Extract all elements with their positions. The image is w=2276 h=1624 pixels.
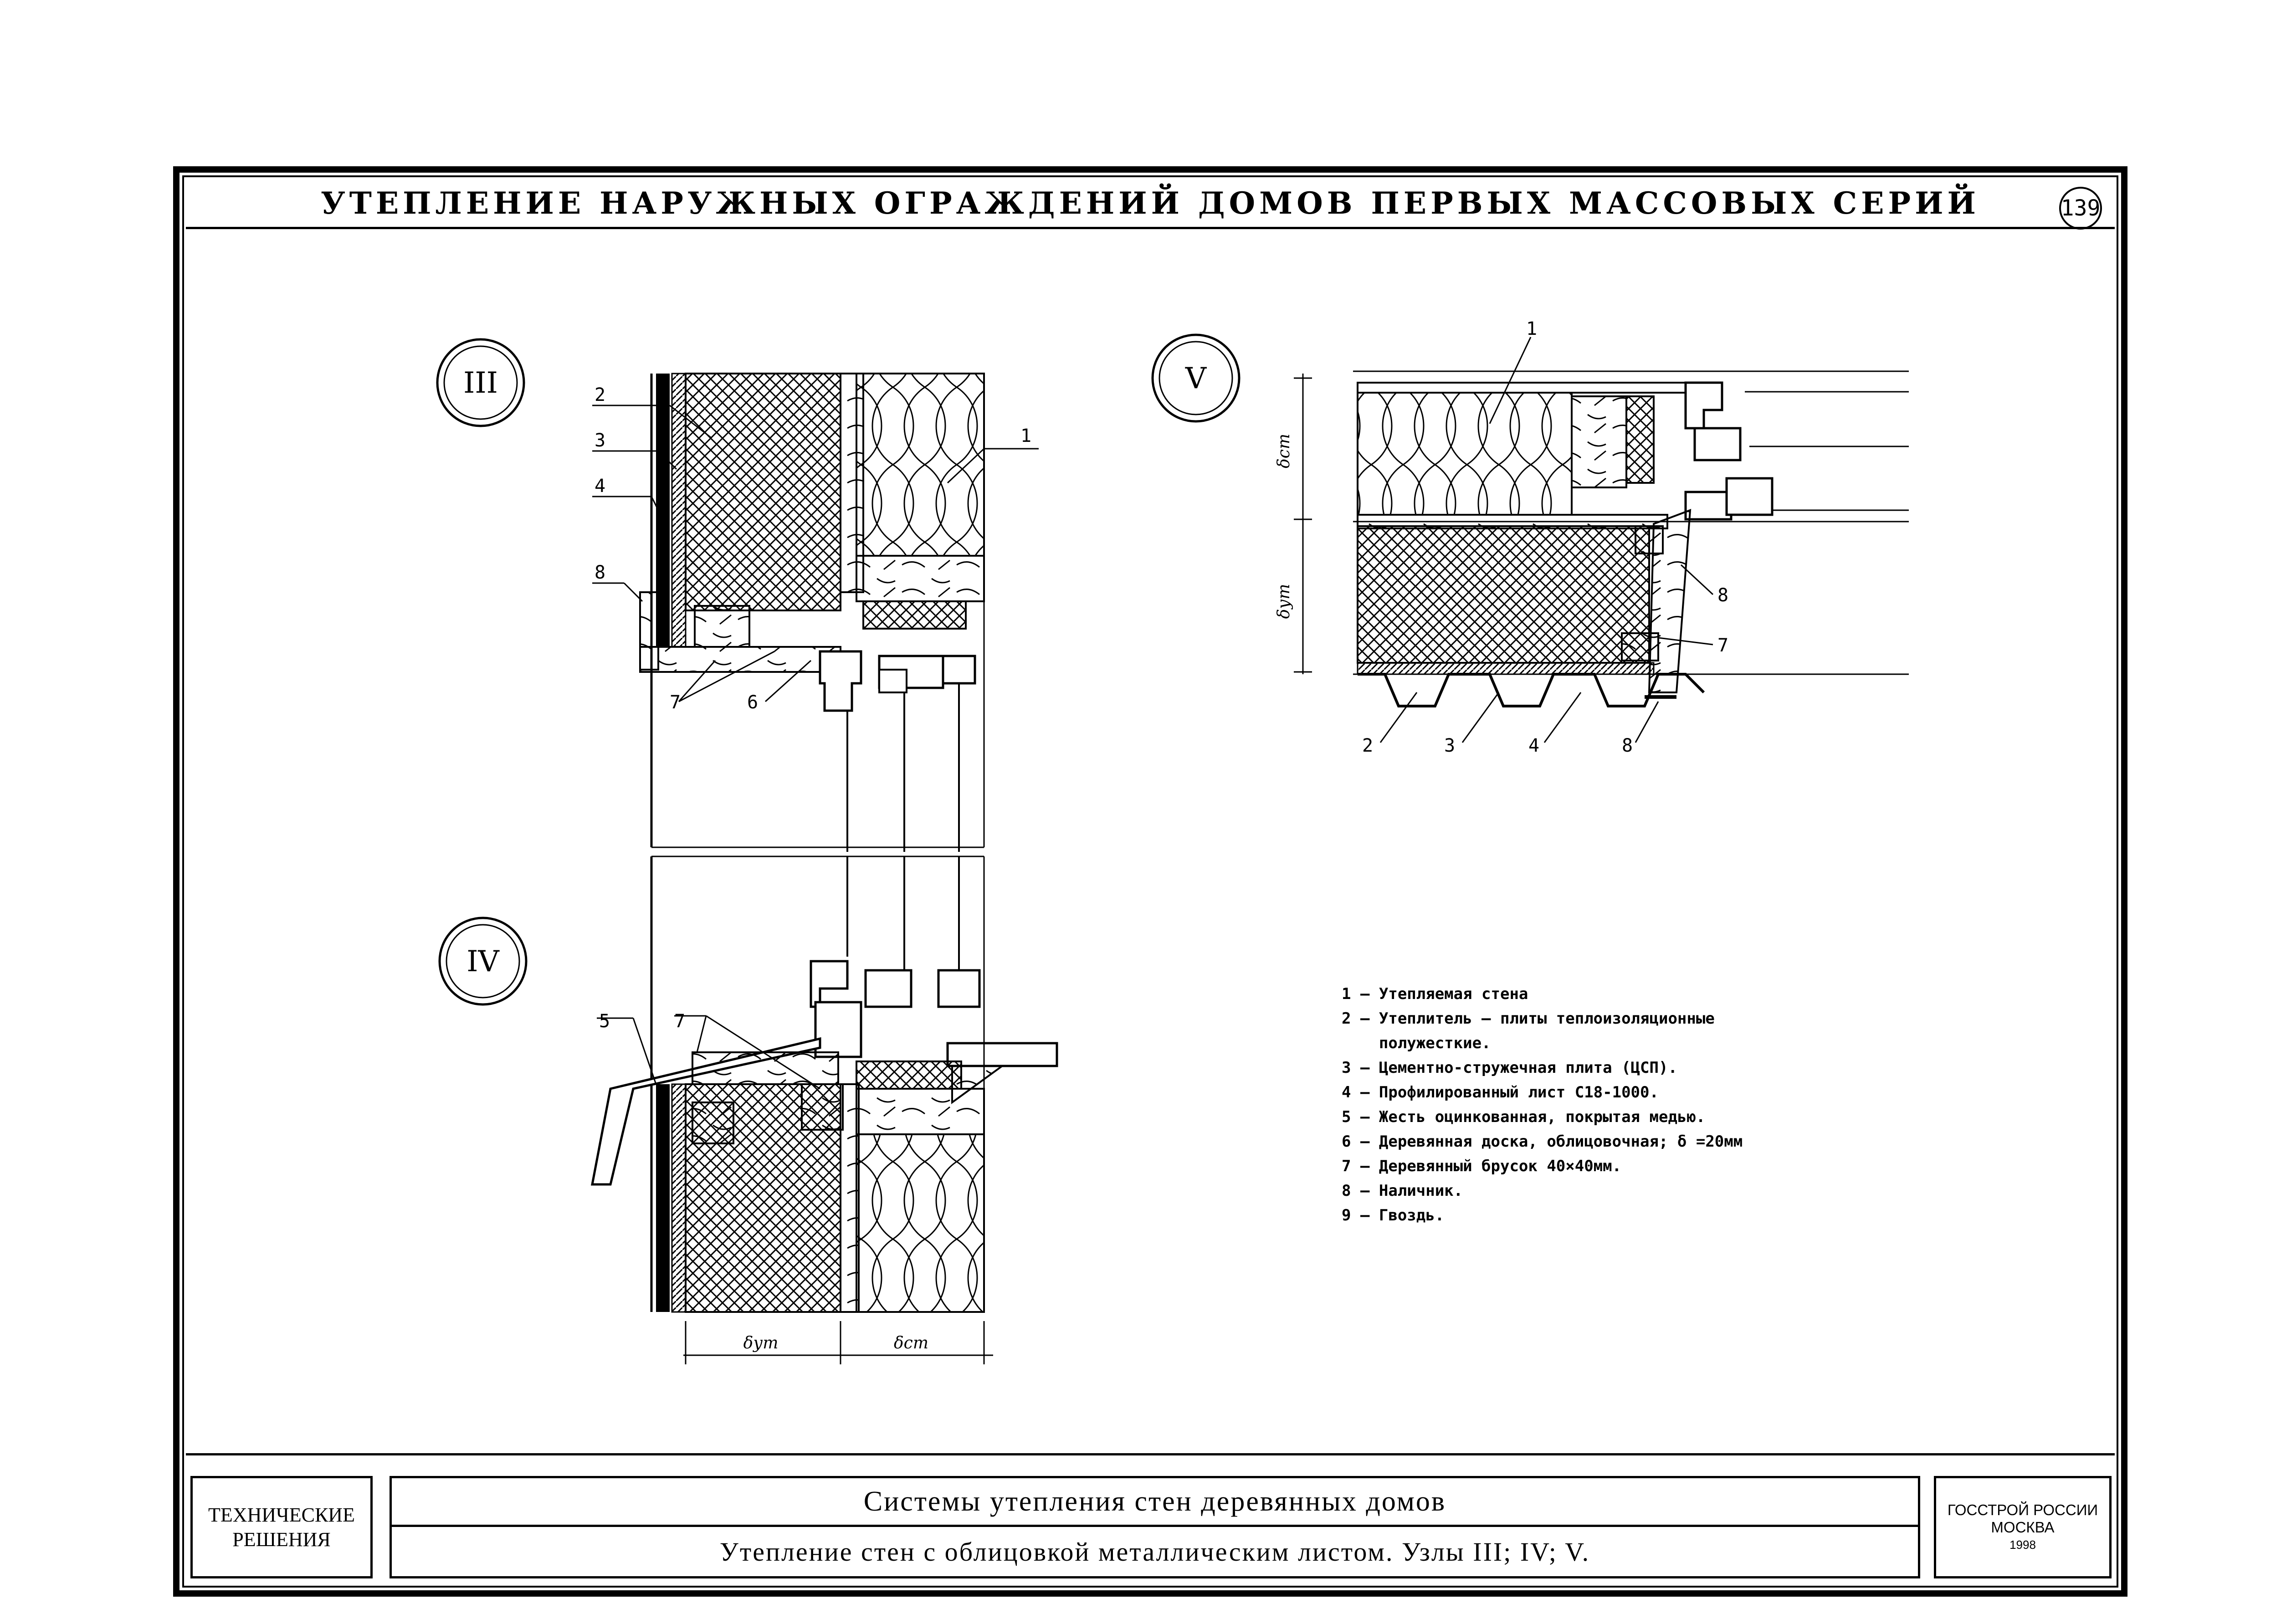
- node-5-label: V: [1185, 362, 1207, 395]
- sheet-number-badge: 139: [2059, 187, 2102, 230]
- insulation-plates: [685, 373, 841, 611]
- org-name: ГОССТРОЙ РОССИИ: [1947, 1501, 2098, 1518]
- profiled-sheet-v: [1358, 673, 1705, 707]
- callout-7-iv: 7: [674, 1011, 685, 1032]
- node-4-label: IV: [466, 945, 500, 978]
- legend-item: 3 – Цементно-стружечная плита (ЦСП).: [1342, 1059, 1677, 1077]
- sheet-title: УТЕПЛЕНИЕ НАРУЖНЫХ ОГРАЖДЕНИЙ ДОМОВ ПЕРВ…: [321, 185, 1980, 221]
- callout-8-iii: 8: [595, 562, 605, 583]
- legend-item: 2 – Утеплитель – плиты теплоизоляционные: [1342, 1009, 1715, 1028]
- legend-item: 4 – Профилированный лист С18-1000.: [1342, 1083, 1659, 1101]
- node-4-marker: IV: [438, 917, 528, 1006]
- callout-1-iii: 1: [1020, 425, 1031, 446]
- title-block-title: Системы утепления стен деревянных домов: [392, 1478, 1918, 1527]
- insulation-plates-v: [1357, 525, 1650, 664]
- node-3-marker: III: [436, 338, 525, 427]
- callout-8-v: 8: [1717, 585, 1728, 606]
- callout-3-v: 3: [1444, 735, 1455, 756]
- callout-7-iii: 7: [670, 692, 681, 713]
- legend-item: 7 – Деревянный брусок 40×40мм.: [1342, 1157, 1622, 1175]
- callouts: [592, 337, 1714, 1090]
- callout-3-iii: 3: [595, 430, 605, 451]
- insulated-wall: [856, 373, 985, 557]
- dim-insulation-thickness-v: δут: [1275, 584, 1293, 619]
- legend: 1 – Утепляемая стена 2 – Утеплитель – пл…: [1342, 982, 1934, 1228]
- node-5-section: δст δут: [1275, 370, 1909, 707]
- dim-insulation-thickness: δут: [743, 1334, 779, 1352]
- facing-board: [639, 646, 841, 673]
- category-line-1: ТЕХНИЧЕСКИЕ: [208, 1503, 355, 1526]
- org-city: МОСКВА: [1991, 1518, 2055, 1536]
- category-line-2: РЕШЕНИЯ: [232, 1528, 331, 1551]
- callout-2-iii: 2: [595, 384, 605, 405]
- callout-1-v: 1: [1526, 318, 1537, 339]
- legend-item: полужесткие.: [1342, 1034, 1491, 1052]
- legend-item: 6 – Деревянная доска, облицовочная; δ =2…: [1342, 1132, 1743, 1151]
- legend-item: 5 – Жесть оцинкованная, покрытая медью.: [1342, 1108, 1706, 1126]
- dim-wall-thickness: δст: [894, 1334, 928, 1352]
- legend-item: 1 – Утепляемая стена: [1342, 985, 1528, 1003]
- callout-6-iii: 6: [747, 692, 758, 713]
- title-block-subtitle: Утепление стен с облицовкой металлически…: [719, 1537, 1590, 1567]
- casing-v: [1648, 509, 1692, 693]
- dim-wall-thickness-v: δст: [1275, 434, 1293, 468]
- node-4-section: δут δст: [590, 856, 1058, 1364]
- callout-4-v: 4: [1528, 735, 1539, 756]
- callout-4-iii: 4: [595, 476, 605, 497]
- title-block-category: ТЕХНИЧЕСКИЕ РЕШЕНИЯ: [190, 1476, 373, 1578]
- sheet-header: УТЕПЛЕНИЕ НАРУЖНЫХ ОГРАЖДЕНИЙ ДОМОВ ПЕРВ…: [186, 179, 2115, 229]
- timber-bar: [694, 605, 750, 648]
- callout-5-iv: 5: [599, 1011, 610, 1032]
- node-5-marker: V: [1151, 333, 1241, 423]
- title-block-organization: ГОССТРОЙ РОССИИ МОСКВА 1998: [1934, 1476, 2112, 1578]
- callout-7-v: 7: [1717, 635, 1728, 656]
- legend-item: 8 – Наличник.: [1342, 1182, 1463, 1200]
- title-block-divider: [186, 1453, 2115, 1584]
- callout-2-v: 2: [1362, 735, 1373, 756]
- node-3-section: [639, 373, 985, 852]
- csp-board: [671, 373, 687, 648]
- title-block-main: Системы утепления стен деревянных домов …: [390, 1476, 1920, 1578]
- node-3-label: III: [463, 366, 498, 400]
- callout-8b-v: 8: [1622, 735, 1633, 756]
- sheet-outer-frame: [173, 166, 2127, 1597]
- org-year: 1998: [2009, 1537, 2036, 1552]
- sheet-inner-frame: [182, 175, 2118, 1588]
- legend-item: 9 – Гвоздь.: [1342, 1206, 1445, 1224]
